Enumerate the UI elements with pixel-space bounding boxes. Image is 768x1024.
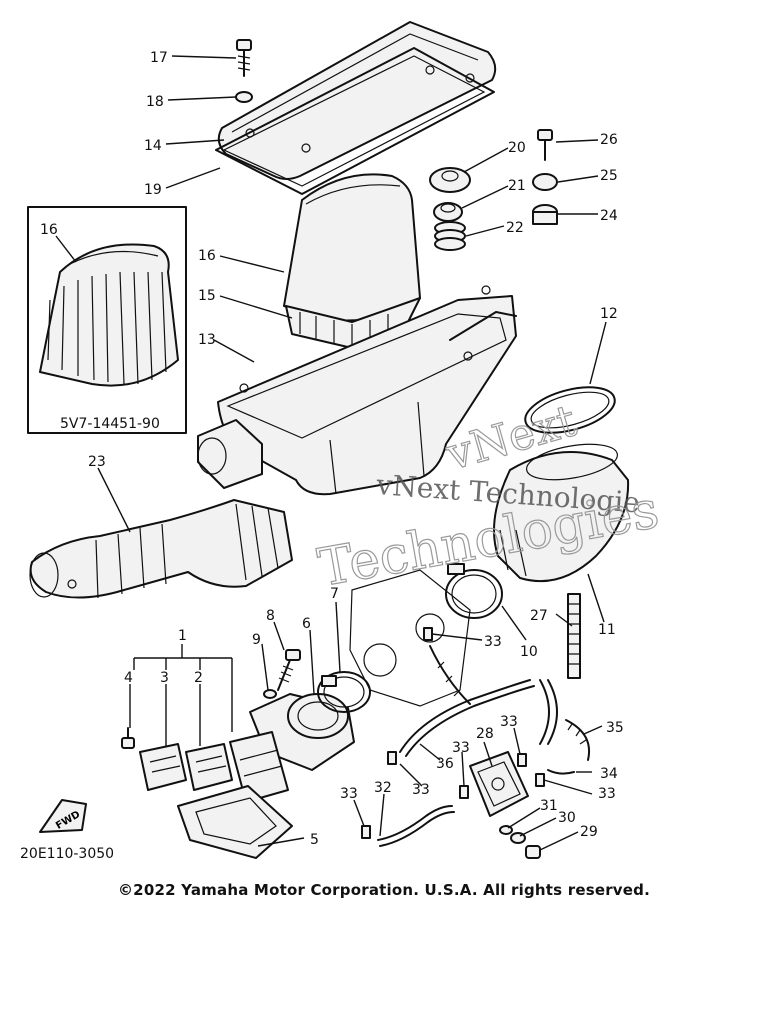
callout-7: 7: [330, 586, 339, 602]
washer-9: [263, 689, 277, 699]
callout-20: 20: [508, 140, 526, 156]
air-filter-element: [283, 173, 421, 322]
callout-31: 31: [540, 798, 558, 814]
callout-16: 16: [198, 248, 216, 264]
hose-32: [377, 805, 455, 847]
band-12: [524, 386, 616, 434]
reed-2: [185, 743, 233, 791]
damper-24: [532, 204, 558, 225]
callout-10: 10: [520, 644, 538, 660]
hose-34: [547, 769, 575, 775]
reed-3: [139, 743, 187, 791]
spring-22: [434, 221, 466, 251]
hose-upper: [429, 645, 471, 705]
leader-lines: [55, 55, 607, 851]
callout-34: 34: [600, 766, 618, 782]
callout-5: 5: [310, 832, 319, 848]
callout-29: 29: [580, 824, 598, 840]
callout-33-b: 33: [500, 714, 518, 730]
callout-18: 18: [146, 94, 164, 110]
callout-3: 3: [160, 670, 169, 686]
gasket-5: [177, 785, 293, 859]
callout-33-c: 33: [452, 740, 470, 756]
fasteners-29-31: [499, 825, 541, 859]
clips-33: [361, 627, 545, 839]
screw-26: [537, 129, 553, 161]
fuel-pump-28: [469, 751, 529, 817]
strap-27: [567, 593, 581, 679]
nut-25: [532, 173, 558, 191]
callout-14: 14: [144, 138, 162, 154]
inset-part-number: 5V7-14451-90: [60, 416, 160, 432]
hose-35: [565, 719, 590, 761]
grommet-20: [429, 167, 471, 193]
air-box-cover: [217, 21, 497, 180]
callout-8: 8: [266, 608, 275, 624]
reed-block: [229, 731, 289, 803]
bolt-17: [236, 39, 252, 77]
clamp-10: [445, 563, 503, 619]
callout-labels: 17 18 14 19 20 21 22 26 25 24 16 16 15 1…: [40, 50, 624, 848]
hose-36: [399, 679, 535, 757]
callout-12: 12: [600, 306, 618, 322]
callout-22: 22: [506, 220, 524, 236]
callout-23: 23: [88, 454, 106, 470]
bolt-8: [277, 649, 301, 691]
cover-gasket: [215, 47, 495, 195]
callout-9: 9: [252, 632, 261, 648]
callout-30: 30: [558, 810, 576, 826]
callout-26: 26: [600, 132, 618, 148]
callout-36: 36: [436, 756, 454, 772]
hose-right: [539, 679, 558, 745]
callout-32: 32: [374, 780, 392, 796]
callout-6: 6: [302, 616, 311, 632]
fwd-arrow-icon: [39, 799, 87, 833]
callout-17: 17: [150, 50, 168, 66]
background-gasket: [349, 569, 471, 707]
callout-13: 13: [198, 332, 216, 348]
inset-frame: [27, 206, 187, 434]
callout-33-f: 33: [598, 786, 616, 802]
clamp-7: [317, 671, 371, 713]
callout-24: 24: [600, 208, 618, 224]
joint-11: [493, 443, 630, 583]
callout-11: 11: [598, 622, 616, 638]
bolt-4: [121, 727, 135, 749]
diagram-code: 20E110-3050: [20, 846, 114, 862]
callout-16-inset: 16: [40, 222, 58, 238]
intake-duct-23: [29, 499, 293, 599]
callout-33-e: 33: [340, 786, 358, 802]
callout-28: 28: [476, 726, 494, 742]
callout-21: 21: [508, 178, 526, 194]
copyright-notice: ©2022 Yamaha Motor Corporation. U.S.A. A…: [117, 881, 650, 899]
washer-18: [235, 91, 253, 103]
callout-25: 25: [600, 168, 618, 184]
callout-27: 27: [530, 608, 548, 624]
callout-1: 1: [178, 628, 187, 644]
callout-35: 35: [606, 720, 624, 736]
callout-2: 2: [194, 670, 203, 686]
air-box: [197, 285, 517, 496]
callout-33-d: 33: [412, 782, 430, 798]
callout-15: 15: [198, 288, 216, 304]
callout-4: 4: [124, 670, 133, 686]
collar-21: [433, 202, 463, 222]
callout-33-a: 33: [484, 634, 502, 650]
callout-19: 19: [144, 182, 162, 198]
